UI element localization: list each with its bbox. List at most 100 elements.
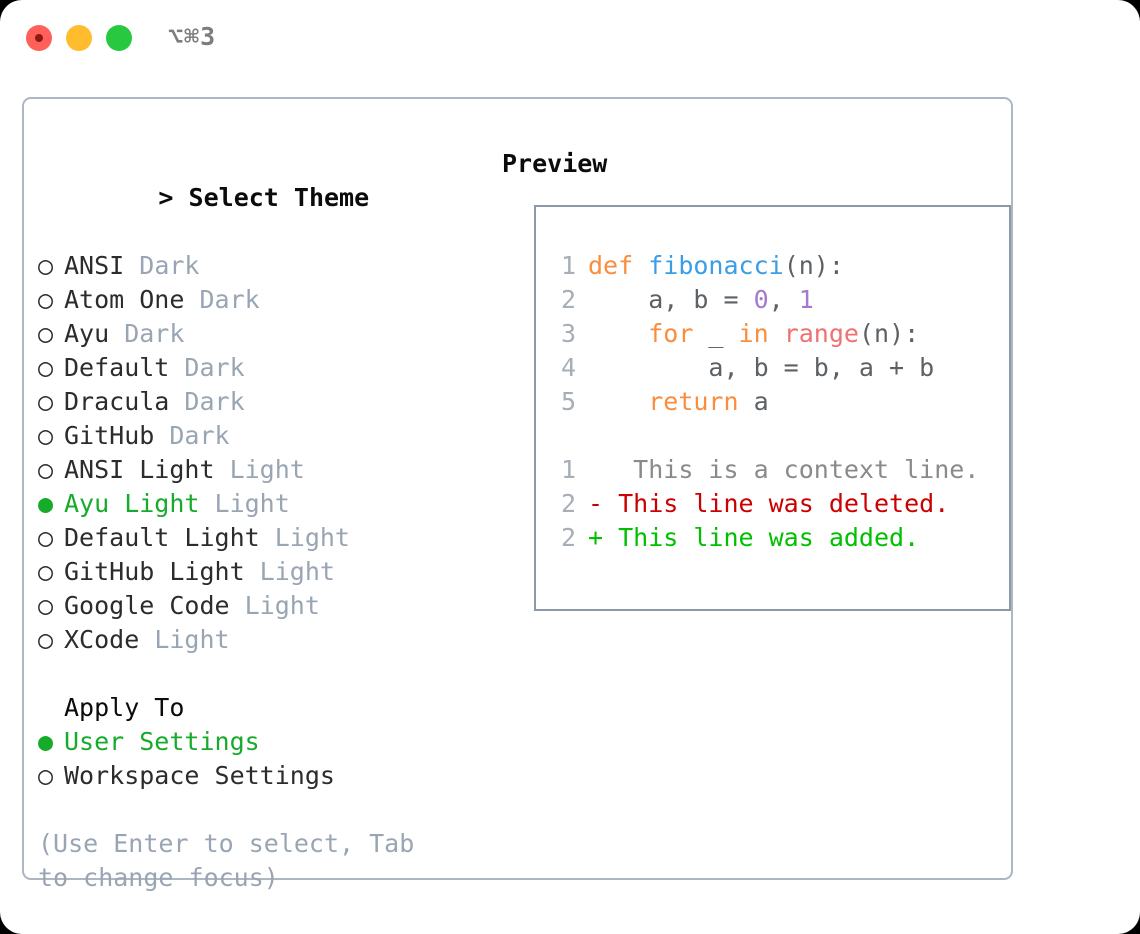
line-number: 1 xyxy=(560,251,576,280)
theme-option-default-light[interactable]: ○ Default Light Light xyxy=(38,521,488,555)
diff-text: This line was added. xyxy=(603,523,920,552)
code-token-text xyxy=(588,387,648,416)
theme-option-label: Default Light xyxy=(64,523,260,552)
code-token-text xyxy=(588,319,648,348)
apply-to-option-label: User Settings xyxy=(64,727,260,756)
theme-option-atom-one[interactable]: ○ Atom One Dark xyxy=(38,283,488,317)
line-number: 2 xyxy=(560,285,576,314)
apply-to-option-user-settings[interactable]: ● User Settings xyxy=(38,725,488,759)
code-token-number: 0 xyxy=(753,285,769,314)
theme-option-label: Dracula xyxy=(64,387,170,416)
radio-unselected-icon: ○ xyxy=(38,591,54,620)
radio-unselected-icon: ○ xyxy=(38,387,54,416)
theme-option-ansi-light[interactable]: ○ ANSI Light Light xyxy=(38,453,488,487)
theme-option-label: Atom One xyxy=(64,285,185,314)
radio-unselected-icon: ○ xyxy=(38,251,54,280)
traffic-lights xyxy=(26,25,132,51)
code-token-text: (n): xyxy=(783,251,844,280)
theme-option-variant-badge: Light xyxy=(244,557,335,586)
code-diff-separator xyxy=(550,419,979,453)
maximize-dot-icon[interactable] xyxy=(106,25,132,51)
code-line: 2 a, b = 0, 1 xyxy=(550,283,979,317)
apply-to-option-label: Workspace Settings xyxy=(64,761,335,790)
theme-option-label: Default xyxy=(64,353,170,382)
theme-option-label: GitHub Light xyxy=(64,557,245,586)
caret-prompt-icon: > xyxy=(158,183,174,212)
code-token-keyword: in xyxy=(738,319,769,348)
theme-option-variant-badge: Light xyxy=(259,523,350,552)
code-token-text: , xyxy=(768,285,799,314)
radio-selected-icon: ● xyxy=(38,727,54,756)
code-token-text: _ xyxy=(693,319,739,348)
theme-option-variant-badge: Light xyxy=(139,625,230,654)
title-bar: ⌥⌘3 xyxy=(0,0,1140,76)
minimize-dot-icon[interactable] xyxy=(66,25,92,51)
theme-option-label: ANSI Light xyxy=(64,455,215,484)
radio-unselected-icon: ○ xyxy=(38,353,54,382)
theme-option-label: XCode xyxy=(64,625,140,654)
radio-unselected-icon: ○ xyxy=(38,625,54,654)
theme-list: ○ ANSI Dark ○ Atom One Dark ○ Ayu Dark ○ Defaul… xyxy=(38,249,488,657)
theme-option-variant-badge: Light xyxy=(214,455,305,484)
diff-marker: + xyxy=(588,523,604,552)
theme-option-default[interactable]: ○ Default Dark xyxy=(38,351,488,385)
apply-to-option-workspace-settings[interactable]: ○ Workspace Settings xyxy=(38,759,488,793)
diff-line-added: 2 + This line was added. xyxy=(550,521,979,555)
theme-option-variant-badge: Dark xyxy=(169,387,245,416)
theme-option-label: ANSI xyxy=(64,251,125,280)
line-number: 2 xyxy=(560,523,576,552)
line-number: 1 xyxy=(560,455,576,484)
theme-option-github-light[interactable]: ○ GitHub Light Light xyxy=(38,555,488,589)
theme-option-variant-badge: Light xyxy=(229,591,320,620)
line-number: 3 xyxy=(560,319,576,348)
radio-unselected-icon: ○ xyxy=(38,421,54,450)
select-theme-heading: > Select Theme xyxy=(38,147,488,249)
code-line: 4 a, b = b, a + b xyxy=(550,351,979,385)
diff-line-deleted: 2- This line was deleted. xyxy=(550,487,979,521)
code-line: 5 return a xyxy=(550,385,979,419)
theme-option-github[interactable]: ○GitHub Dark xyxy=(38,419,488,453)
radio-unselected-icon: ○ xyxy=(38,557,54,586)
line-number: 2 xyxy=(560,489,576,518)
code-token-text: a, b = xyxy=(588,285,754,314)
theme-option-variant-badge: Dark xyxy=(154,421,230,450)
theme-option-ayu-light[interactable]: ●Ayu Light Light xyxy=(38,487,488,521)
line-number: 5 xyxy=(560,387,576,416)
theme-option-label: Ayu Light xyxy=(64,489,200,518)
radio-unselected-icon: ○ xyxy=(38,285,54,314)
diff-text: This is a context line. xyxy=(603,455,980,484)
apply-to-list: ● User Settings ○ Workspace Settings xyxy=(38,725,488,793)
theme-option-ayu[interactable]: ○Ayu Dark xyxy=(38,317,488,351)
line-number: 4 xyxy=(560,353,576,382)
theme-option-label: Google Code xyxy=(64,591,230,620)
code-token-keyword: return xyxy=(648,387,739,416)
diff-text: This line was deleted. xyxy=(603,489,950,518)
apply-to-heading: Apply To xyxy=(64,693,185,722)
radio-unselected-icon: ○ xyxy=(38,523,54,552)
keyboard-shortcut-label: ⌥⌘3 xyxy=(168,22,217,51)
theme-option-xcode[interactable]: ○ XCode Light xyxy=(38,623,488,657)
theme-option-variant-badge: Dark xyxy=(169,353,245,382)
theme-option-variant-badge: Dark xyxy=(124,251,200,280)
radio-unselected-icon: ○ xyxy=(38,761,54,790)
theme-option-ansi[interactable]: ○ ANSI Dark xyxy=(38,249,488,283)
theme-option-label: Ayu xyxy=(64,319,110,348)
code-token-text: a, b = b, a + b xyxy=(588,353,935,382)
radio-unselected-icon: ○ xyxy=(38,319,54,348)
code-token-text xyxy=(769,319,784,348)
main-panel: > Select Theme ○ANSI Dark○Atom One Dark○… xyxy=(22,97,1013,892)
radio-selected-icon: ● xyxy=(38,489,54,518)
theme-option-google-code[interactable]: ○ Google Code Light xyxy=(38,589,488,623)
theme-option-variant-badge: Dark xyxy=(184,285,260,314)
close-dot-icon[interactable] xyxy=(26,25,52,51)
radio-unselected-icon: ○ xyxy=(38,455,54,484)
select-theme-heading-label: Select Theme xyxy=(188,183,370,212)
keyboard-hint-text: (Use Enter to select, Tab to change focu… xyxy=(38,829,415,892)
diff-marker: - xyxy=(588,489,604,518)
code-token-function: fibonacci xyxy=(648,251,784,280)
theme-picker-column: > Select Theme ○ANSI Dark○Atom One Dark○… xyxy=(38,147,488,895)
theme-option-dracula[interactable]: ○ Dracula Dark xyxy=(38,385,488,419)
